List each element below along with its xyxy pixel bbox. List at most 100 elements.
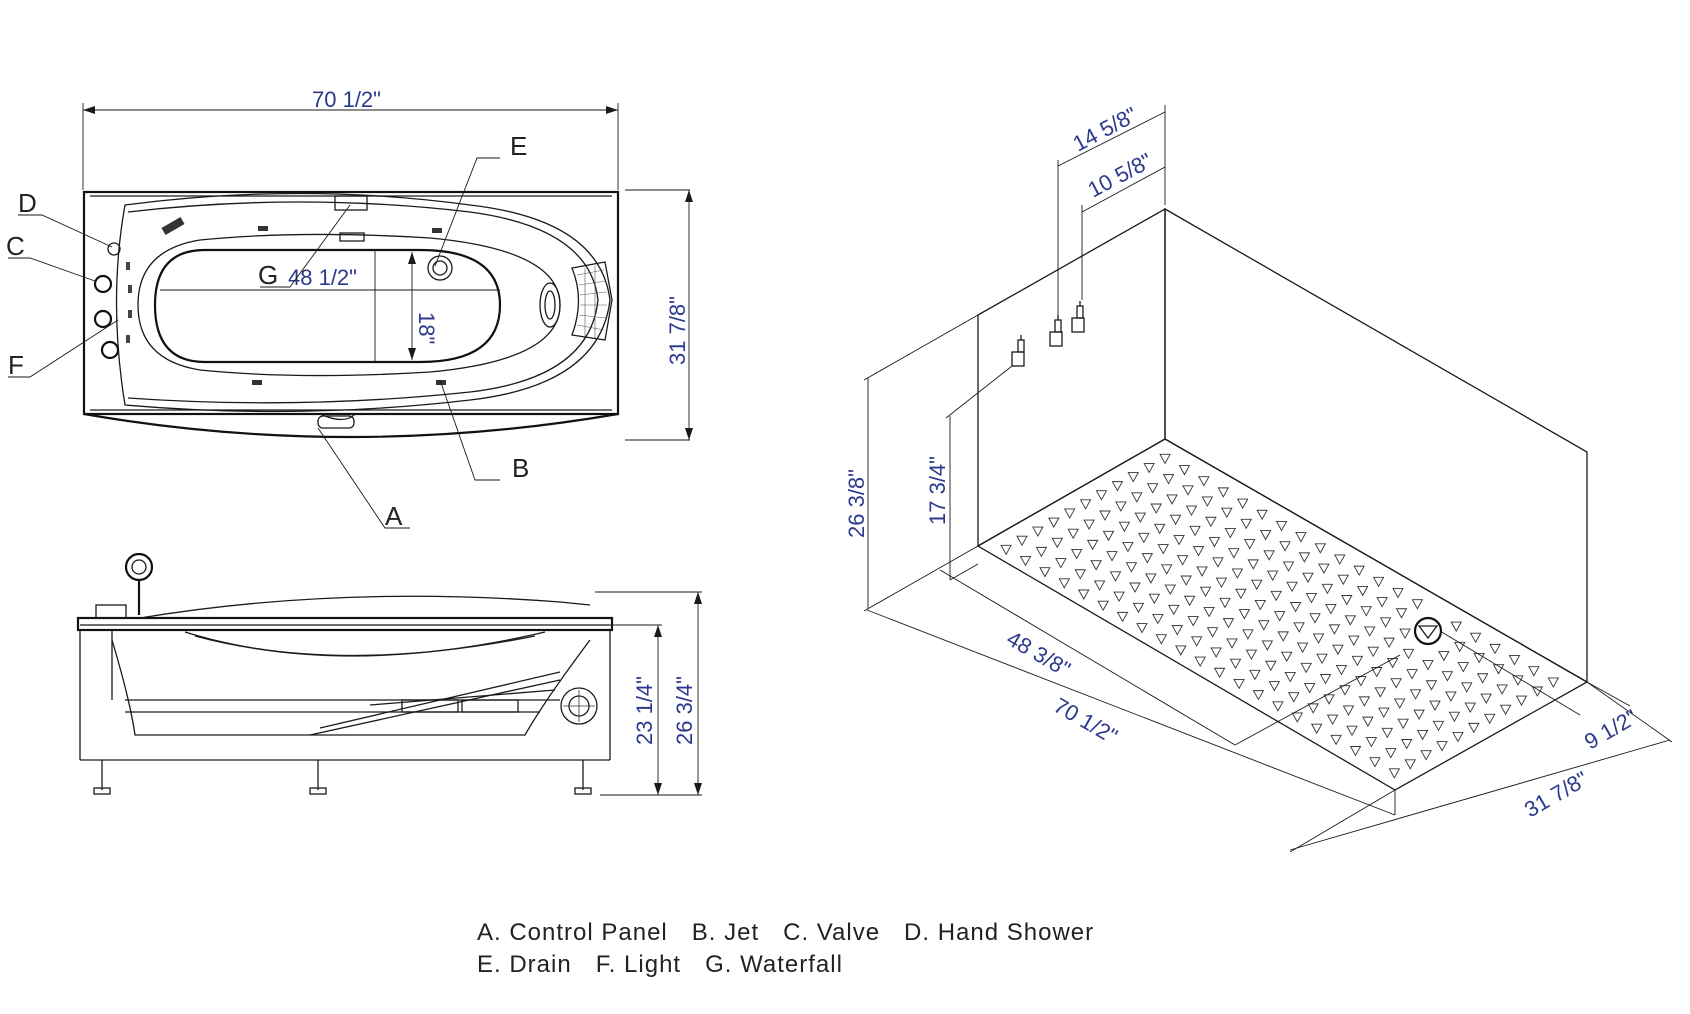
floor-tile-mark <box>1256 509 1268 521</box>
floor-tile-mark <box>1219 597 1231 609</box>
side-height-total-dim: 26 3/4" <box>672 676 697 745</box>
floor-tile-mark <box>1416 729 1429 741</box>
floor-tile-mark <box>1206 627 1219 638</box>
floor-tile-mark <box>1360 606 1372 617</box>
floor-tile-mark <box>1173 534 1185 546</box>
floor-tile-mark <box>1448 711 1461 723</box>
floor-tile-mark <box>1284 671 1297 683</box>
floor-tile-mark <box>1305 592 1318 604</box>
floor-tile-mark <box>1090 560 1102 571</box>
floor-tile-mark <box>1157 544 1169 555</box>
install-drain-offset-dim: 9 1/2" <box>1580 704 1642 754</box>
floor-tile-mark <box>1420 750 1432 761</box>
floor-tile-mark <box>1272 701 1284 712</box>
floor-tile-mark <box>1512 675 1524 686</box>
floor-tile-mark <box>1192 546 1205 557</box>
floor-tile-mark <box>1189 525 1201 537</box>
floor-tile-mark <box>1127 472 1140 483</box>
floor-tile-mark <box>1492 664 1505 675</box>
floor-tile-mark <box>1251 579 1263 591</box>
floor-tile-mark <box>1468 722 1480 734</box>
floor-tile-mark <box>1201 496 1214 507</box>
floor-tile-mark <box>1402 648 1415 660</box>
floor-tile-mark <box>1450 621 1462 632</box>
floor-tile-mark <box>1379 617 1392 628</box>
floor-tile-mark <box>1263 550 1275 561</box>
floor-tile-mark <box>1390 678 1402 689</box>
floor-tile-mark <box>1205 516 1217 528</box>
callout-a: A <box>385 501 403 531</box>
floor-tile-mark <box>1099 510 1111 521</box>
floor-tile-mark <box>1138 532 1150 544</box>
floor-tile-mark <box>1183 595 1196 607</box>
floor-tile-mark <box>1508 655 1521 666</box>
floor-tile-mark <box>1341 595 1353 606</box>
floor-tile-mark <box>1282 561 1295 572</box>
install-view: 14 5/8" 10 5/8" 26 3/8" 17 3/4" 48 3/8" … <box>844 102 1673 853</box>
floor-tile-mark <box>1325 604 1337 615</box>
floor-tile-mark <box>1351 655 1364 667</box>
floor-tile-mark <box>1070 549 1083 560</box>
floor-tile-mark <box>1224 527 1237 539</box>
floor-tile-mark <box>1153 523 1166 535</box>
top-width-dim: 70 1/2" <box>312 87 381 112</box>
floor-tile-mark <box>1150 503 1162 514</box>
floor-tile-mark <box>1176 555 1189 566</box>
floor-tile-mark <box>1190 636 1203 647</box>
floor-tile-mark <box>1148 593 1161 605</box>
floor-tile-mark <box>1489 643 1501 655</box>
floor-tile-mark <box>1249 669 1261 681</box>
floor-tile-mark <box>1372 576 1385 588</box>
floor-tile-mark <box>1496 684 1508 695</box>
floor-tile-mark <box>1464 702 1477 714</box>
floor-tile-mark <box>1063 508 1076 519</box>
floor-tile-mark <box>1187 616 1199 627</box>
floor-tile-mark <box>1309 613 1321 624</box>
floor-tile-mark <box>1111 481 1124 492</box>
floor-tile-mark <box>1457 662 1470 673</box>
floor-tile-mark <box>1134 512 1147 524</box>
floor-tile-mark <box>1160 564 1173 575</box>
floor-tile-mark <box>1079 499 1092 510</box>
floor-tile-mark <box>1365 736 1378 748</box>
floor-tile-mark <box>1077 589 1090 600</box>
floor-tile-mark <box>1016 535 1028 547</box>
floor-tile-mark <box>1095 490 1108 501</box>
floor-tile-mark <box>1039 567 1051 578</box>
floor-tile-mark <box>1473 653 1485 664</box>
floor-tile-mark <box>1083 519 1095 531</box>
floor-tile-mark <box>1453 641 1466 653</box>
floor-tile-mark <box>1321 583 1334 595</box>
legend-item-jet: B. Jet <box>691 919 760 946</box>
floor-tile-mark <box>1287 692 1300 703</box>
floor-tile-mark <box>1528 666 1540 677</box>
floor-tile-mark <box>1302 572 1314 584</box>
floor-tile-mark <box>1406 669 1418 680</box>
floor-tile-mark <box>1316 653 1328 665</box>
floor-tile-mark <box>1531 686 1544 697</box>
floor-tile-mark <box>1226 638 1238 649</box>
floor-tile-mark <box>1203 606 1215 618</box>
floor-tile-mark <box>1310 723 1323 735</box>
floor-tile-mark <box>1362 716 1374 728</box>
floor-tile-mark <box>1198 476 1210 487</box>
floor-tile-mark <box>1245 649 1258 660</box>
floor-tile-mark <box>1131 492 1143 503</box>
floor-tile-mark <box>1386 657 1399 669</box>
floor-tile-mark <box>1212 557 1224 568</box>
floor-tile-mark <box>1381 727 1394 739</box>
floor-tile-mark <box>1367 646 1380 658</box>
floor-tile-mark <box>1300 662 1312 674</box>
floor-tile-mark <box>1425 680 1438 691</box>
floor-tile-mark <box>1243 539 1256 550</box>
floor-tile-mark <box>1261 640 1274 651</box>
floor-tile-mark <box>1332 644 1344 656</box>
legend-item-valve: C. Valve <box>783 919 881 946</box>
callout-g: G <box>258 260 278 290</box>
legend-item-hand-shower: D. Hand Shower <box>904 919 1095 946</box>
floor-tile-mark <box>1314 543 1327 554</box>
floor-tile-mark <box>1048 517 1060 528</box>
floor-tile-mark <box>1180 575 1192 586</box>
